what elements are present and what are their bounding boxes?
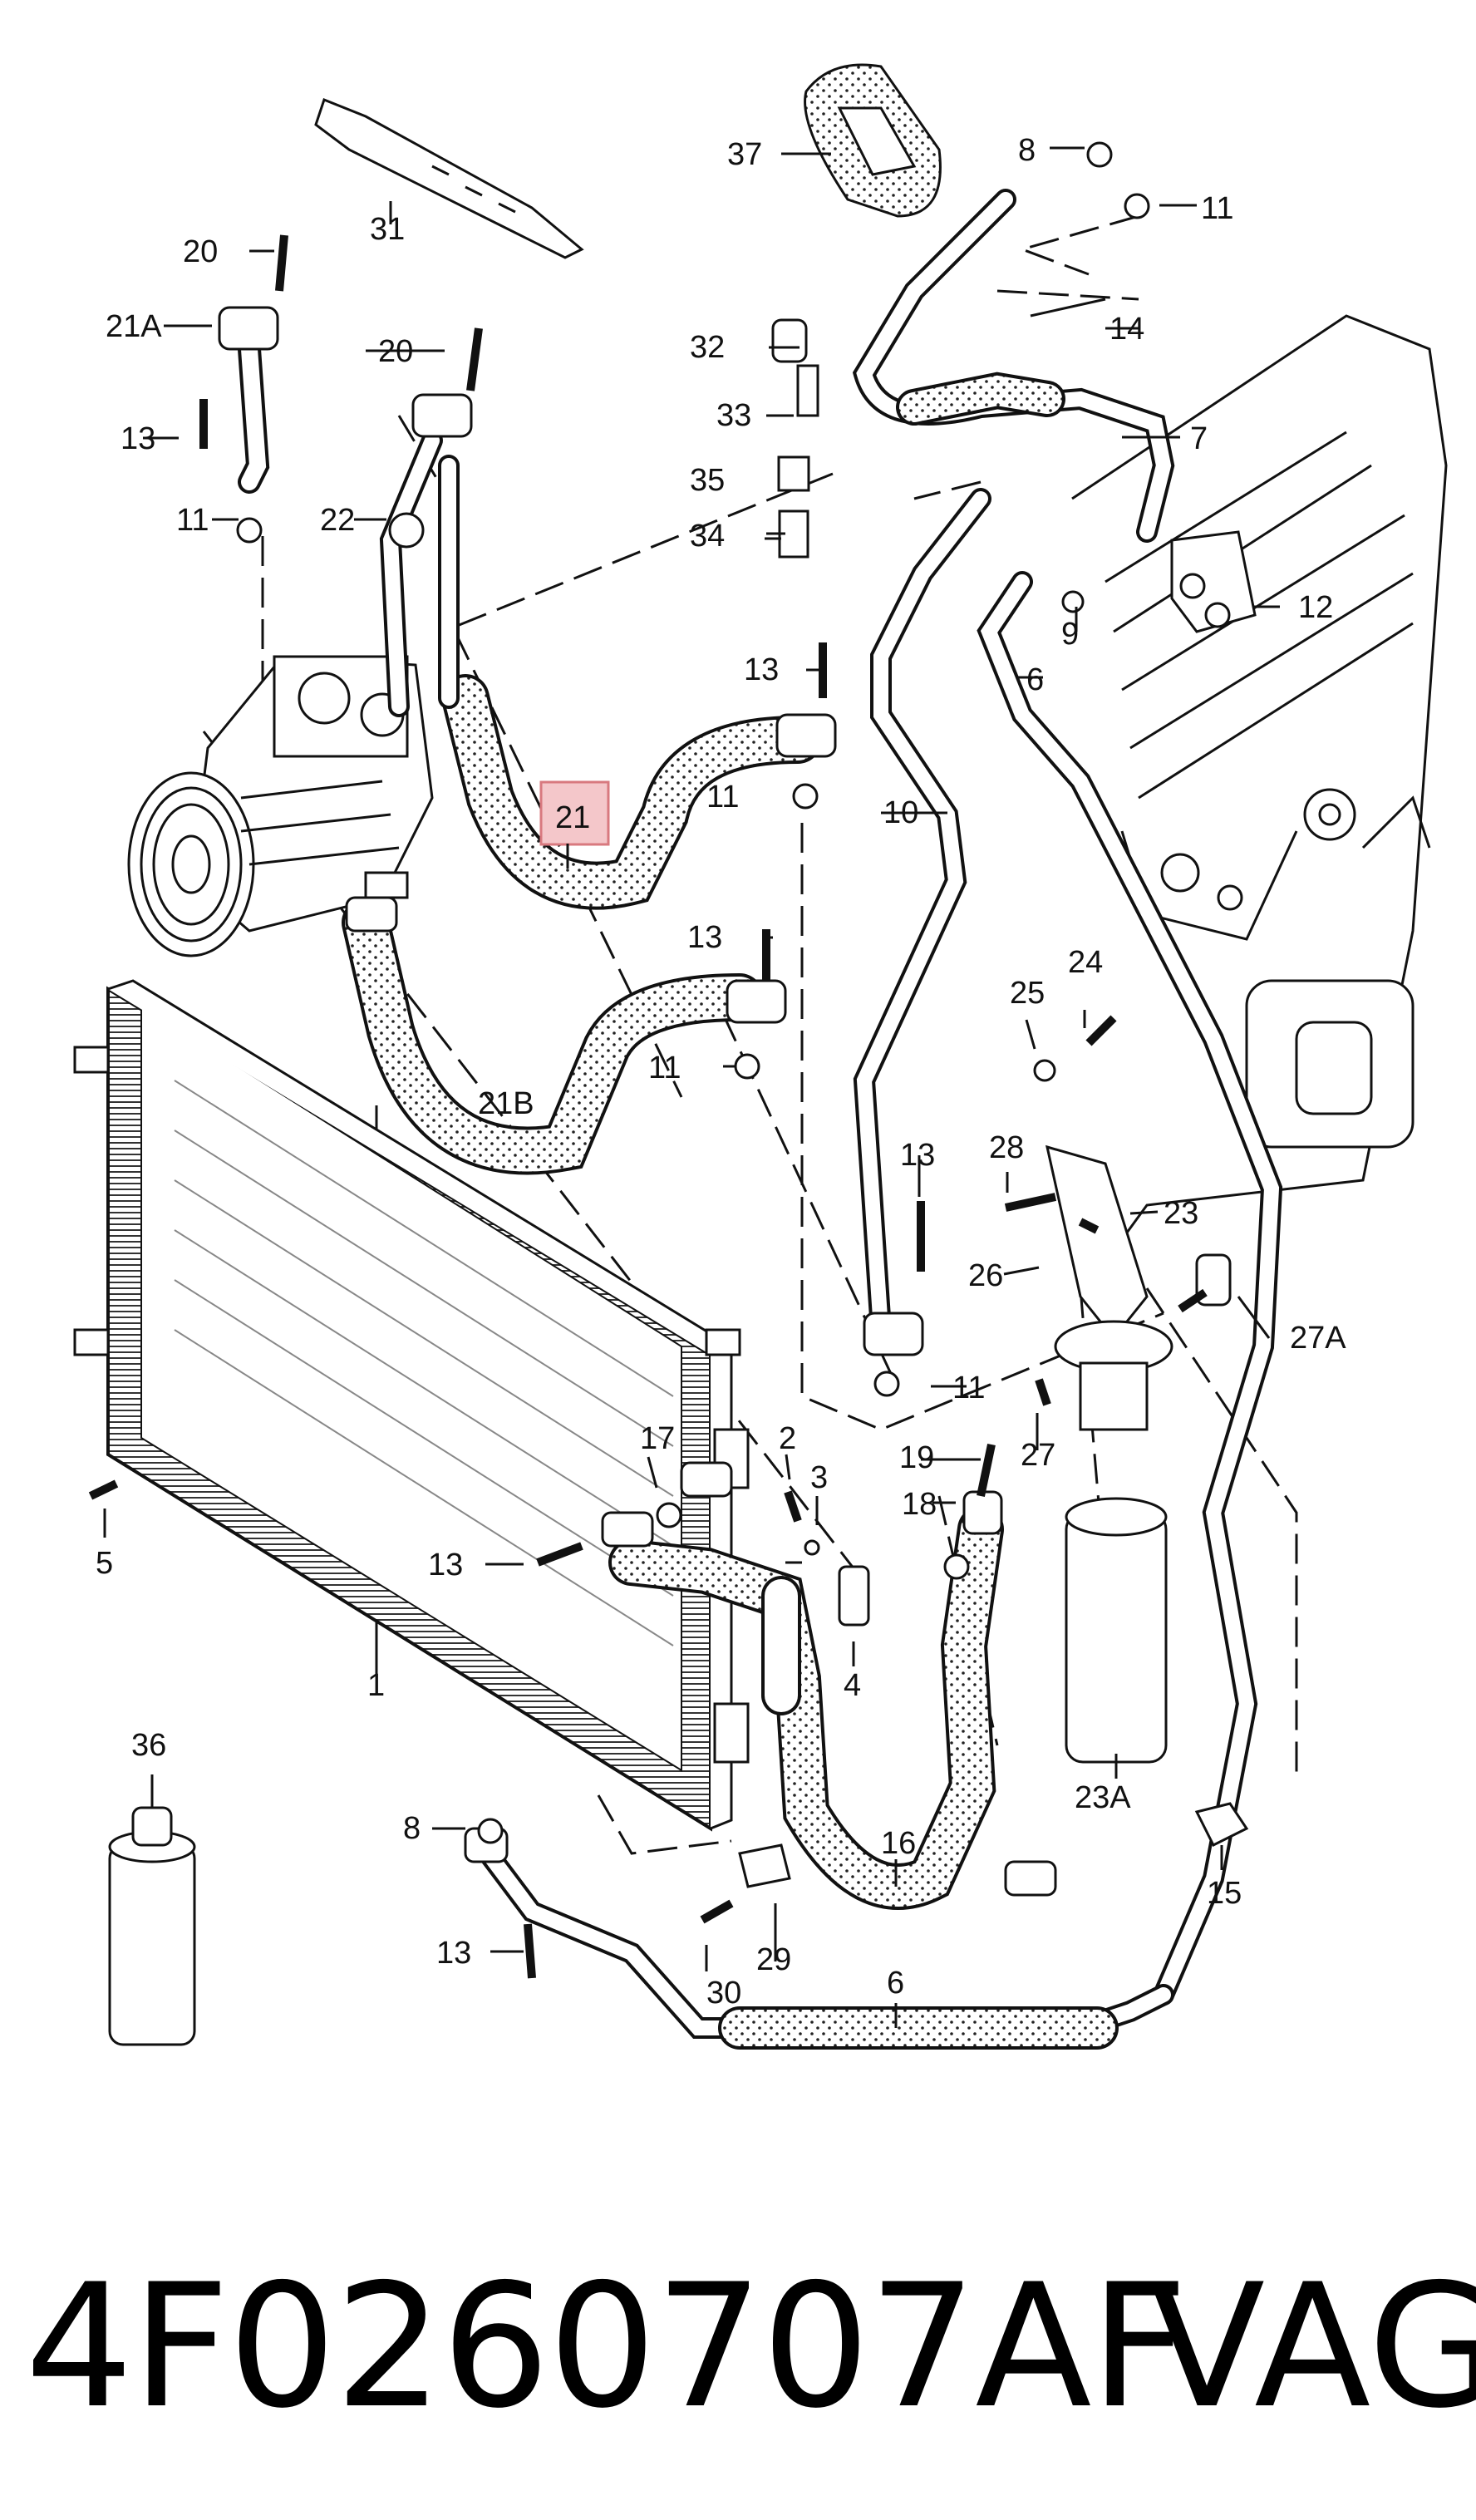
label-18: 18 bbox=[902, 1487, 937, 1522]
label-28: 28 bbox=[989, 1130, 1024, 1165]
leader-lines bbox=[103, 146, 1280, 2028]
label-11-lower: 11 bbox=[952, 1371, 985, 1405]
label-19: 19 bbox=[899, 1440, 934, 1475]
engine-block-outline bbox=[1071, 314, 1448, 1297]
label-21: 21 bbox=[555, 800, 590, 835]
label-36: 36 bbox=[131, 1728, 166, 1763]
label-32: 32 bbox=[690, 330, 725, 365]
ac-system-exploded-diagram: 31 37 8 11 20 21A 20 32 14 33 13 7 35 11… bbox=[73, 63, 1448, 2050]
label-13-condenser: 13 bbox=[428, 1548, 463, 1582]
label-27: 27 bbox=[1021, 1438, 1055, 1473]
label-23a: 23A bbox=[1075, 1780, 1131, 1815]
label-6-upper: 6 bbox=[1026, 662, 1044, 697]
label-4: 4 bbox=[844, 1668, 861, 1703]
label-13-center: 13 bbox=[687, 920, 722, 955]
label-20-left: 20 bbox=[183, 234, 218, 269]
label-20-mid: 20 bbox=[378, 334, 413, 369]
label-9: 9 bbox=[1061, 617, 1079, 652]
label-8-bottom: 8 bbox=[403, 1811, 421, 1846]
part-labels: 31 37 8 11 20 21A 20 32 14 33 13 7 35 11… bbox=[96, 133, 1346, 2011]
label-21a: 21A bbox=[106, 309, 162, 344]
ac-compressor bbox=[127, 655, 434, 957]
label-27a: 27A bbox=[1290, 1321, 1346, 1356]
label-29: 29 bbox=[756, 1942, 791, 1977]
hoses-and-pipes bbox=[238, 189, 1283, 2050]
label-6-lower: 6 bbox=[887, 1966, 904, 2001]
small-parts bbox=[88, 63, 1257, 2046]
label-11-center: 11 bbox=[648, 1051, 681, 1085]
label-37: 37 bbox=[727, 137, 762, 172]
label-17: 17 bbox=[640, 1421, 675, 1456]
label-11-top: 11 bbox=[1201, 191, 1233, 226]
label-34: 34 bbox=[690, 519, 725, 554]
label-1: 1 bbox=[367, 1668, 385, 1703]
label-8-top: 8 bbox=[1018, 133, 1036, 168]
label-10: 10 bbox=[883, 795, 918, 830]
label-5: 5 bbox=[96, 1546, 113, 1581]
label-31: 31 bbox=[370, 212, 405, 247]
label-13-mid: 13 bbox=[744, 652, 779, 687]
part-number-text: 4F0260707AF bbox=[25, 2248, 1188, 2446]
label-16: 16 bbox=[881, 1826, 916, 1861]
label-11-left: 11 bbox=[176, 503, 209, 538]
label-2: 2 bbox=[779, 1421, 796, 1456]
label-33: 33 bbox=[716, 398, 751, 433]
label-21b: 21B bbox=[478, 1086, 534, 1121]
label-30: 30 bbox=[706, 1976, 741, 2011]
brand-text: VAG bbox=[1149, 2248, 1476, 2446]
label-12: 12 bbox=[1298, 590, 1333, 625]
label-13-bottom: 13 bbox=[436, 1936, 471, 1971]
label-13-right: 13 bbox=[900, 1138, 935, 1173]
label-13-topleft: 13 bbox=[121, 421, 155, 456]
label-15: 15 bbox=[1207, 1876, 1242, 1911]
label-11-mid: 11 bbox=[706, 780, 739, 815]
label-22: 22 bbox=[320, 503, 355, 538]
label-7: 7 bbox=[1190, 421, 1208, 456]
part-21-highlight bbox=[539, 780, 610, 846]
label-14: 14 bbox=[1109, 312, 1144, 347]
label-25: 25 bbox=[1010, 976, 1045, 1011]
label-26: 26 bbox=[968, 1258, 1003, 1293]
label-35: 35 bbox=[690, 463, 725, 498]
label-23: 23 bbox=[1164, 1196, 1198, 1231]
label-3: 3 bbox=[810, 1460, 828, 1495]
label-24: 24 bbox=[1068, 945, 1103, 980]
